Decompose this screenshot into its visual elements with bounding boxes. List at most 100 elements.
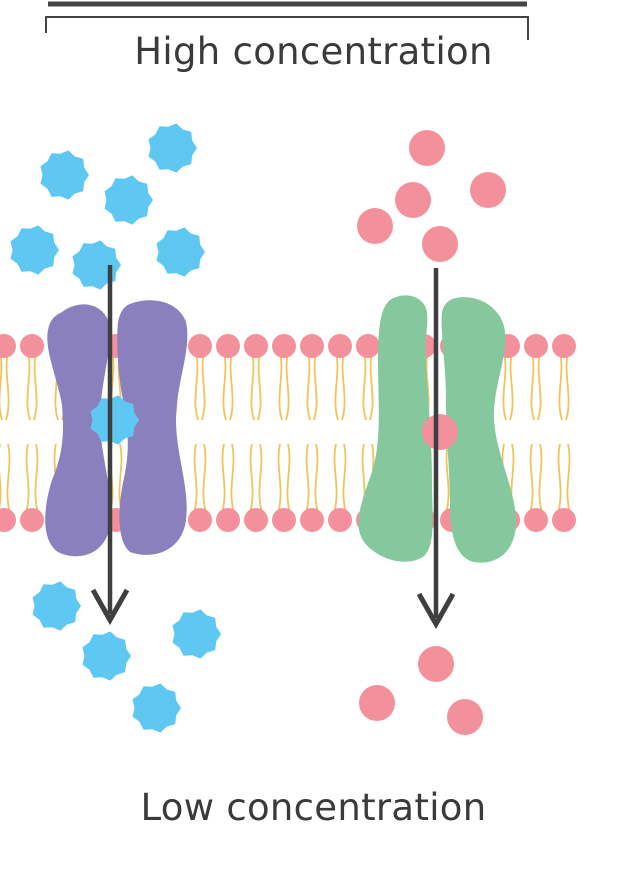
high-concentration-label: High concentration <box>134 30 493 73</box>
blue-molecule-icon <box>32 581 81 631</box>
phospholipid-head <box>356 334 380 358</box>
blue-molecule-icon <box>172 609 221 659</box>
lipid-tail <box>369 351 374 421</box>
lipid-tail <box>34 443 39 513</box>
phospholipid-head <box>216 508 240 532</box>
lipid-tail <box>341 351 346 421</box>
pink-molecule-icon <box>470 172 506 208</box>
lipid-tail <box>285 351 290 421</box>
pink-molecule-icon <box>447 699 483 735</box>
phospholipid-head <box>552 334 576 358</box>
blue-molecule-icon <box>40 150 89 200</box>
lipid-tail <box>445 443 450 513</box>
phospholipid-head <box>524 334 548 358</box>
phospholipid-head <box>188 508 212 532</box>
blue-molecule-icon <box>104 175 153 225</box>
lipid-tail <box>258 443 263 513</box>
phospholipid-head <box>300 334 324 358</box>
transport-arrows <box>90 265 456 630</box>
channel-protein-right-half <box>117 300 188 555</box>
lipid-tail <box>538 443 543 513</box>
pink-molecule-icon <box>418 646 454 682</box>
pink-molecule-icon <box>409 130 445 166</box>
lipid-tail <box>333 443 338 513</box>
blue-molecule-icon <box>82 631 131 681</box>
lipid-tail <box>509 351 514 421</box>
lipid-tail <box>222 351 227 421</box>
arrow-head <box>90 588 130 626</box>
lipid-tail <box>194 351 199 421</box>
lipid-tail <box>25 443 30 513</box>
phospholipid-head <box>524 508 548 532</box>
lipid-tail <box>221 443 226 513</box>
lipid-tail <box>334 351 339 421</box>
carrier-protein-left-half <box>358 295 433 562</box>
lipid-tail <box>314 443 319 513</box>
lipid-tail <box>201 351 206 421</box>
lipid-tail <box>278 351 283 421</box>
blue-molecule-icon <box>90 395 139 445</box>
phospholipid-head <box>328 334 352 358</box>
molecules <box>10 123 506 735</box>
lipid-tail <box>502 351 507 421</box>
low-concentration-label: Low concentration <box>140 786 487 829</box>
lipid-tail <box>313 351 318 421</box>
phospholipid-head <box>272 508 296 532</box>
lipid-tail <box>0 351 3 421</box>
phospholipid-head <box>216 334 240 358</box>
lipid-tail <box>362 351 367 421</box>
lipid-tail <box>306 351 311 421</box>
phospholipid-head <box>244 508 268 532</box>
lipid-tail <box>230 443 235 513</box>
top-bracket-icon <box>45 1 529 40</box>
bracket-outline <box>45 16 529 40</box>
blue-molecule-icon <box>72 240 121 290</box>
lipid-tail <box>6 443 11 513</box>
channel-protein-icon <box>45 300 188 557</box>
blue-molecule-icon <box>148 123 197 173</box>
lipid-tail <box>193 443 198 513</box>
channel-protein-left-half <box>45 304 111 557</box>
phospholipid-head <box>20 508 44 532</box>
lipid-tail <box>257 351 262 421</box>
phospholipid-head <box>20 334 44 358</box>
blue-molecule-icon <box>156 227 205 277</box>
phospholipid-head <box>0 508 16 532</box>
lipid-tail <box>33 351 38 421</box>
pink-molecule-icon <box>422 226 458 262</box>
phospholipid-head <box>188 334 212 358</box>
lipid-tail <box>277 443 282 513</box>
arrow-head <box>416 592 456 630</box>
phospholipid-head <box>328 508 352 532</box>
phospholipid-head <box>244 334 268 358</box>
lipid-tail <box>202 443 207 513</box>
lipid-tail <box>537 351 542 421</box>
lipid-tail <box>286 443 291 513</box>
lipid-tail <box>250 351 255 421</box>
lipid-tail <box>229 351 234 421</box>
lipid-tail <box>5 351 10 421</box>
lipid-tail <box>26 351 31 421</box>
carrier-protein-icon <box>358 295 516 563</box>
pink-molecule-icon <box>422 414 458 450</box>
lipid-tail <box>565 351 570 421</box>
carrier-protein-right-half <box>441 297 516 563</box>
lipid-tail <box>305 443 310 513</box>
lipid-tail <box>558 351 563 421</box>
lipid-tail <box>0 444 2 508</box>
lipid-tail <box>530 351 535 421</box>
phospholipid-head <box>272 334 296 358</box>
lipid-tail <box>249 443 254 513</box>
lipid-tail <box>342 443 347 513</box>
phospholipid-head <box>300 508 324 532</box>
lipid-tail <box>529 443 534 513</box>
blue-molecule-icon <box>10 225 59 275</box>
pink-molecule-icon <box>357 208 393 244</box>
phospholipid-head <box>0 334 16 358</box>
pink-molecule-icon <box>359 685 395 721</box>
pink-molecule-icon <box>395 182 431 218</box>
phospholipid-head <box>552 508 576 532</box>
lipid-tail <box>566 443 571 513</box>
lipid-tail <box>557 443 562 513</box>
